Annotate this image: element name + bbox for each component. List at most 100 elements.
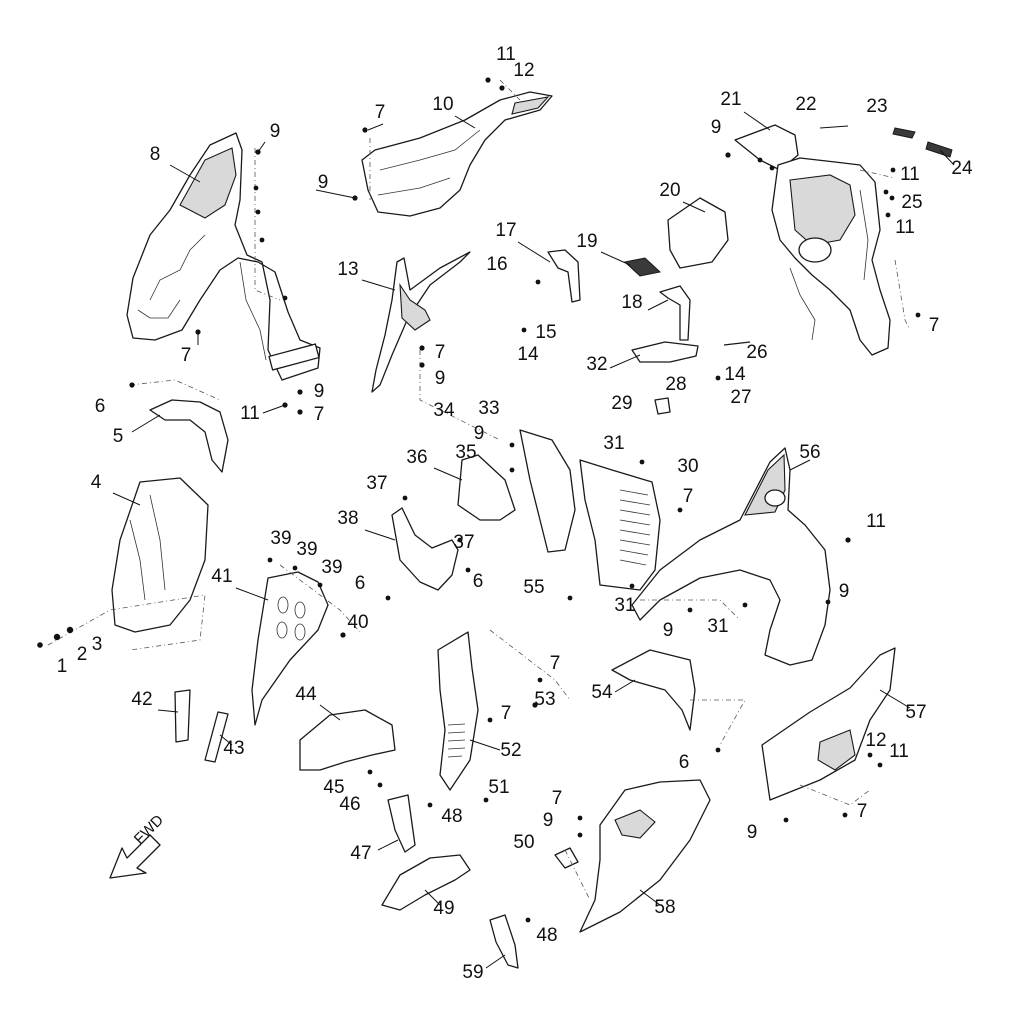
- part-5-bracket: [149, 399, 229, 473]
- part-42-43-strips: [174, 689, 229, 763]
- callout-31: 31: [603, 433, 624, 454]
- callout-7: 7: [552, 788, 563, 809]
- callout-44: 44: [295, 684, 317, 705]
- fwd-arrow-icon: FWD: [109, 812, 167, 879]
- callout-57: 57: [905, 702, 926, 723]
- part-44-front-fender: [299, 709, 396, 771]
- callout-9: 9: [435, 368, 446, 389]
- part-54-bracket: [611, 649, 696, 731]
- callout-19: 19: [576, 231, 597, 252]
- callout-7: 7: [375, 102, 386, 123]
- callout-9: 9: [711, 117, 722, 138]
- callout-33: 33: [478, 398, 499, 419]
- callout-21: 21: [720, 89, 741, 110]
- callout-16: 16: [486, 254, 507, 275]
- callout-42: 42: [131, 689, 152, 710]
- callout-7: 7: [683, 486, 694, 507]
- callout-34: 34: [433, 400, 455, 421]
- callout-9: 9: [318, 172, 329, 193]
- callout-9: 9: [474, 423, 485, 444]
- callout-55: 55: [523, 577, 544, 598]
- callout-38: 38: [337, 508, 358, 529]
- callout-7: 7: [857, 801, 868, 822]
- callout-29: 29: [611, 393, 632, 414]
- callout-11: 11: [866, 511, 886, 532]
- part-10-floor-tray: [361, 91, 553, 217]
- callout-12: 12: [865, 730, 886, 751]
- callout-11: 11: [889, 741, 909, 762]
- callout-7: 7: [435, 342, 446, 363]
- callout-40: 40: [347, 612, 368, 633]
- part-52-side-vent: [437, 631, 479, 791]
- callout-17: 17: [495, 220, 516, 241]
- callout-6: 6: [355, 573, 366, 594]
- callout-52: 52: [500, 740, 521, 761]
- callout-4: 4: [91, 472, 102, 493]
- callout-20: 20: [659, 180, 680, 201]
- callout-7: 7: [181, 345, 192, 366]
- part-13-side-strip: [371, 251, 471, 393]
- callout-7: 7: [314, 404, 325, 425]
- callout-31: 31: [614, 595, 635, 616]
- callout-9: 9: [314, 381, 325, 402]
- callout-54: 54: [591, 682, 613, 703]
- callout-2: 2: [77, 644, 88, 665]
- callout-10: 10: [432, 94, 453, 115]
- callout-43: 43: [223, 738, 244, 759]
- callout-12: 12: [513, 60, 534, 81]
- callout-24: 24: [951, 158, 973, 179]
- callout-6: 6: [95, 396, 106, 417]
- callout-30: 30: [677, 456, 698, 477]
- part-47-49-59-fenders: [381, 794, 519, 969]
- callout-7: 7: [929, 315, 940, 336]
- callout-11: 11: [496, 44, 516, 65]
- callout-39: 39: [321, 557, 342, 578]
- callout-14: 14: [517, 344, 539, 365]
- callout-49: 49: [433, 898, 454, 919]
- leader-lines: [112, 111, 955, 969]
- callout-58: 58: [654, 897, 675, 918]
- callout-37: 37: [366, 473, 387, 494]
- callout-59: 59: [462, 962, 483, 983]
- callout-53: 53: [534, 689, 555, 710]
- part-20-panel: [667, 197, 729, 269]
- part-33-30-grille-covers: [519, 429, 661, 591]
- part-57-floor-panel: [761, 647, 896, 801]
- assembly-lines: [47, 79, 911, 901]
- callout-9: 9: [543, 810, 554, 831]
- callout-39: 39: [270, 528, 291, 549]
- callout-13: 13: [337, 259, 358, 280]
- part-4-windshield: [111, 477, 209, 633]
- callout-48: 48: [536, 925, 557, 946]
- part-8-inner-leg-shield: [126, 132, 321, 381]
- callout-41: 41: [211, 566, 232, 587]
- callout-11: 11: [895, 217, 915, 238]
- part-36-38-front-covers: [391, 454, 516, 591]
- callout-6: 6: [679, 752, 690, 773]
- callout-37: 37: [453, 532, 474, 553]
- callout-56: 56: [799, 442, 820, 463]
- callout-23: 23: [866, 96, 887, 117]
- fasteners: [37, 77, 921, 923]
- callout-35: 35: [455, 442, 476, 463]
- callout-15: 15: [535, 322, 556, 343]
- callout-7: 7: [550, 653, 561, 674]
- callout-11: 11: [240, 403, 260, 424]
- part-56-inner-leg-shield: [631, 447, 831, 666]
- small-parts-group-a: [547, 125, 953, 415]
- callout-26: 26: [746, 342, 767, 363]
- callout-3: 3: [92, 634, 103, 655]
- callout-32: 32: [586, 354, 607, 375]
- part-58-lower-side-cover: [579, 779, 711, 933]
- callout-1: 1: [57, 656, 68, 677]
- callout-11: 11: [900, 164, 920, 185]
- callout-5: 5: [113, 426, 124, 447]
- callout-36: 36: [406, 447, 427, 468]
- callout-9: 9: [270, 121, 281, 142]
- part-50-bracket: [554, 847, 579, 869]
- callout-9: 9: [663, 620, 674, 641]
- callout-50: 50: [513, 832, 534, 853]
- callout-7: 7: [501, 703, 512, 724]
